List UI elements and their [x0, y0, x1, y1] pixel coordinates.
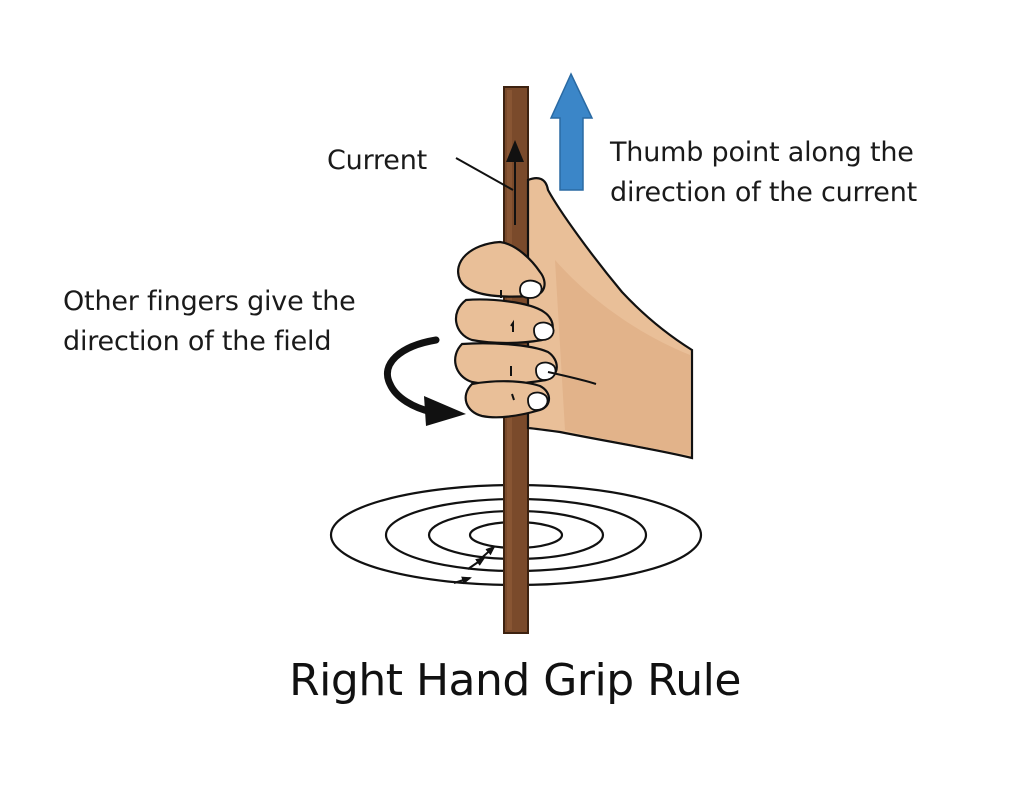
hand	[454, 177, 694, 460]
thumb-caption-line-2: direction of the current	[610, 177, 918, 208]
curved-arrow-icon	[383, 336, 466, 426]
thumb-caption-line-1: Thumb point along the	[610, 137, 914, 168]
current-leader-line	[455, 157, 514, 191]
up-arrow-icon	[549, 72, 594, 191]
diagram-title: Right Hand Grip Rule	[289, 655, 741, 706]
thumb-caption: Thumb point along the direction of the c…	[610, 133, 917, 213]
fingers-caption-line-1: Other fingers give the	[63, 286, 356, 317]
current-arrow	[455, 140, 524, 225]
fingers-caption: Other fingers give the direction of the …	[63, 282, 356, 362]
fingers-caption-line-2: direction of the field	[63, 326, 332, 357]
current-label: Current	[327, 145, 428, 176]
field-direction-arrows	[453, 545, 496, 585]
